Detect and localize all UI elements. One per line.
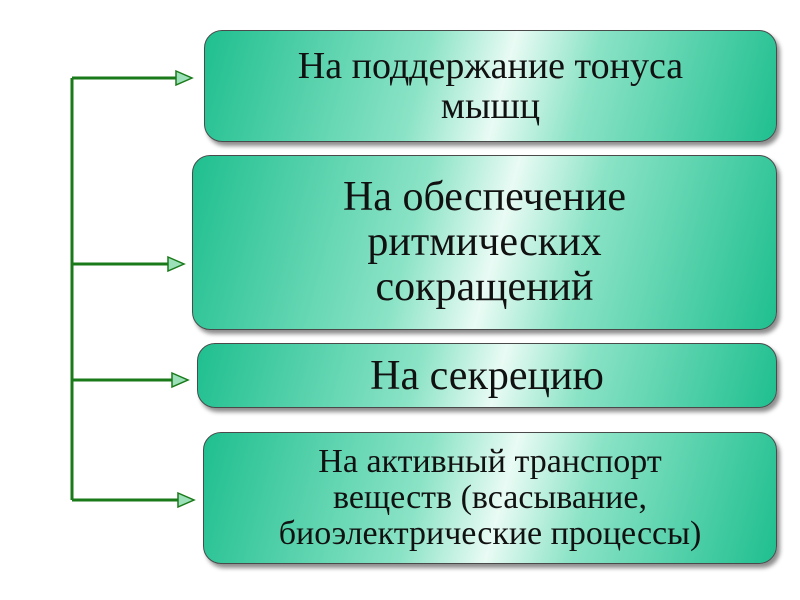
branch-arrow-4 xyxy=(72,491,196,509)
box-muscle-tone-text: На поддержание тонуса мышц xyxy=(297,45,684,127)
box-rhythmic-contractions-text: На обеспечение ритмических сокращений xyxy=(342,174,627,310)
box-rhythmic-contractions: На обеспечение ритмических сокращений xyxy=(192,155,777,330)
box-muscle-tone: На поддержание тонуса мышц xyxy=(204,30,777,142)
box-secretion-text: На секрецию xyxy=(370,352,604,399)
branch-arrow-1 xyxy=(72,69,194,87)
branch-arrow-2 xyxy=(72,255,186,273)
box-active-transport: На активный транспорт веществ (всасывани… xyxy=(203,432,777,564)
box-active-transport-text: На активный транспорт веществ (всасывани… xyxy=(278,443,702,552)
branch-arrow-3 xyxy=(72,371,190,389)
box-secretion: На секрецию xyxy=(197,343,777,408)
